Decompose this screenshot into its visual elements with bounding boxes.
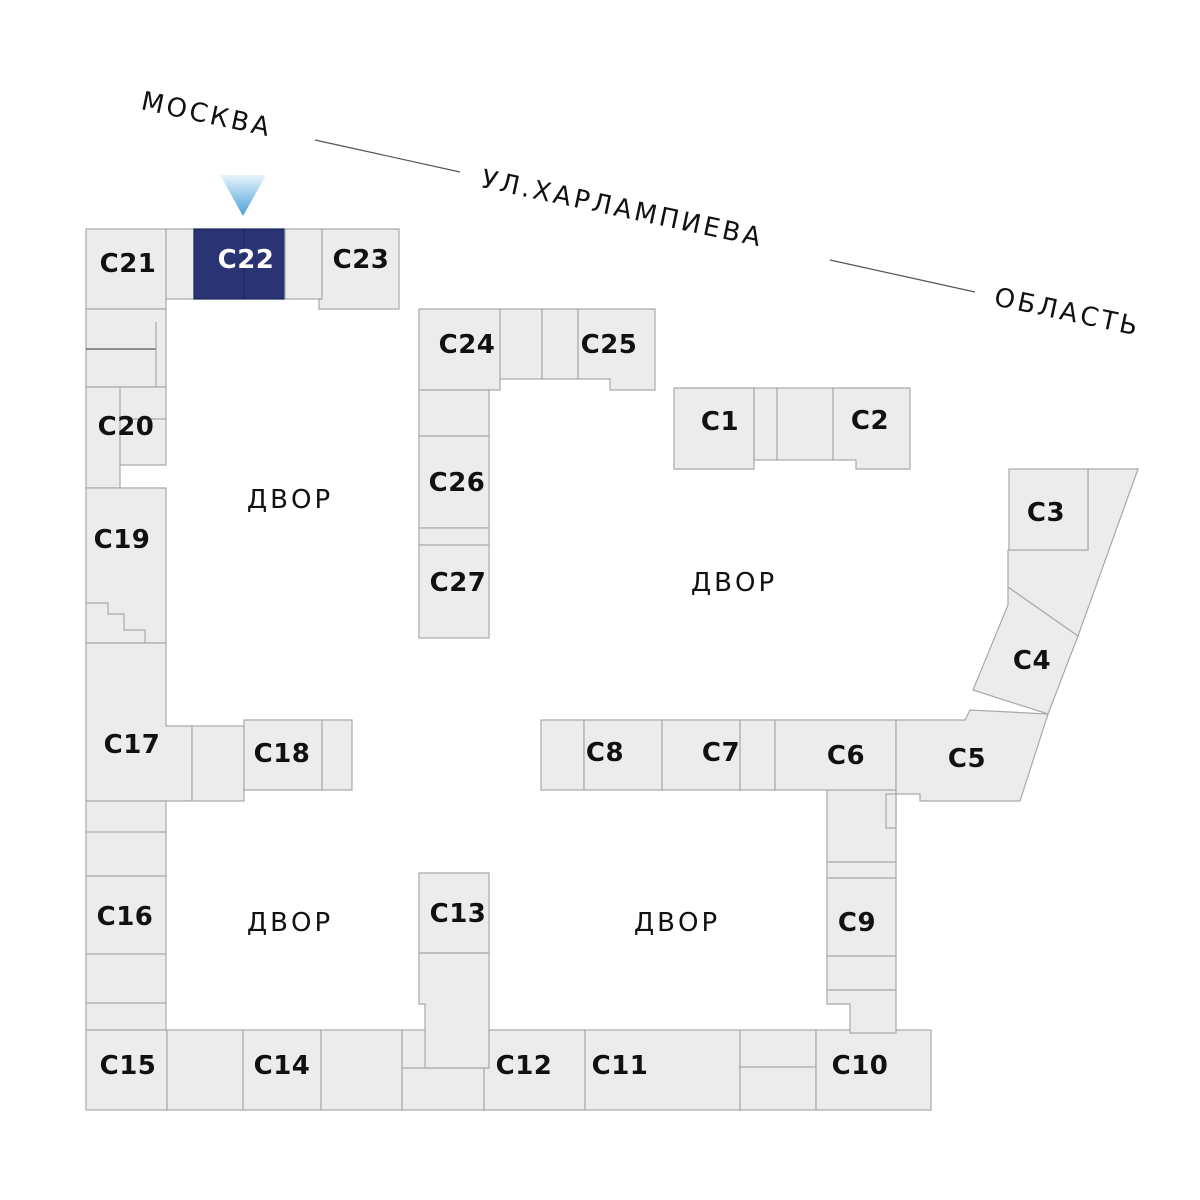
label-c11: С11 [592,1051,649,1081]
street-line [314,139,461,173]
building-block [739,1029,817,1111]
building-block [826,955,897,991]
section-c2[interactable] [832,387,911,470]
section-c10[interactable] [815,1029,932,1111]
label-c26: С26 [429,468,486,498]
section-c27[interactable] [418,544,490,639]
label-c9: С9 [838,908,876,938]
building-block [166,1029,244,1111]
building-block [418,527,490,546]
section-c11[interactable] [584,1029,741,1111]
courtyard-label: ДВОР [247,485,333,515]
label-c16: С16 [97,902,154,932]
building-block [540,719,585,791]
label-c6: С6 [827,741,865,771]
building-block [284,228,323,300]
courtyard-label: ДВОР [247,908,333,938]
label-c10: С10 [832,1051,889,1081]
section-c25[interactable] [577,308,656,391]
label-c21: С21 [100,249,157,279]
label-c1: С1 [701,407,739,437]
label-c3: С3 [1027,498,1065,528]
building-block [541,308,579,380]
building-block [739,719,776,791]
location-marker-icon [220,175,266,216]
section-c3[interactable] [1008,468,1089,551]
section-c1[interactable] [673,387,755,470]
label-c7: С7 [702,738,740,768]
street-line [829,259,976,293]
section-c6[interactable] [774,719,897,791]
section-c21[interactable] [85,228,167,310]
label-c18: С18 [254,739,311,769]
street-label-kharlampieva: УЛ.ХАРЛАМПИЕВА [479,165,767,254]
street-label-region: ОБЛАСТЬ [992,283,1144,343]
building-block [826,989,897,1034]
label-c2: С2 [851,406,889,436]
building-block [418,389,490,437]
building-block [85,308,167,388]
building-block [776,387,834,461]
label-c17: С17 [104,730,161,760]
section-c15[interactable] [85,1029,168,1111]
label-c23: С23 [333,245,390,275]
building-block [499,308,543,380]
building-block [753,387,778,461]
courtyard-label: ДВОР [634,908,720,938]
label-c5: С5 [948,744,986,774]
building-block [85,800,167,877]
section-c9[interactable] [826,877,897,957]
label-c20: С20 [98,412,155,442]
building-block [165,228,195,300]
label-c4: С4 [1013,646,1051,676]
label-c25: С25 [581,330,638,360]
building-block [418,952,490,1069]
label-c14: С14 [254,1051,311,1081]
courtyard-label: ДВОР [691,568,777,598]
section-c23[interactable] [318,228,400,310]
label-c15: С15 [100,1051,157,1081]
section-c22[interactable] [193,228,286,300]
building-block [85,953,167,1031]
building-block [320,1029,403,1111]
section-c26[interactable] [418,435,490,529]
label-c8: С8 [586,738,624,768]
label-c22: С22 [218,245,275,275]
label-c12: С12 [496,1051,553,1081]
section-c19[interactable] [85,487,167,644]
section-c5[interactable] [885,709,1049,829]
label-c19: С19 [94,525,151,555]
building-block [826,789,897,863]
section-c17[interactable] [85,642,193,802]
building-block [826,861,897,879]
stair-outline [86,602,146,643]
street-label-moscow: МОСКВА [139,87,275,144]
label-c27: С27 [430,568,487,598]
label-c13: С13 [430,899,487,929]
building-block [321,719,353,791]
building-block [191,725,245,802]
section-c16[interactable] [85,875,167,955]
section-c24[interactable] [418,308,501,391]
label-c24: С24 [439,330,496,360]
section-c14[interactable] [242,1029,322,1111]
